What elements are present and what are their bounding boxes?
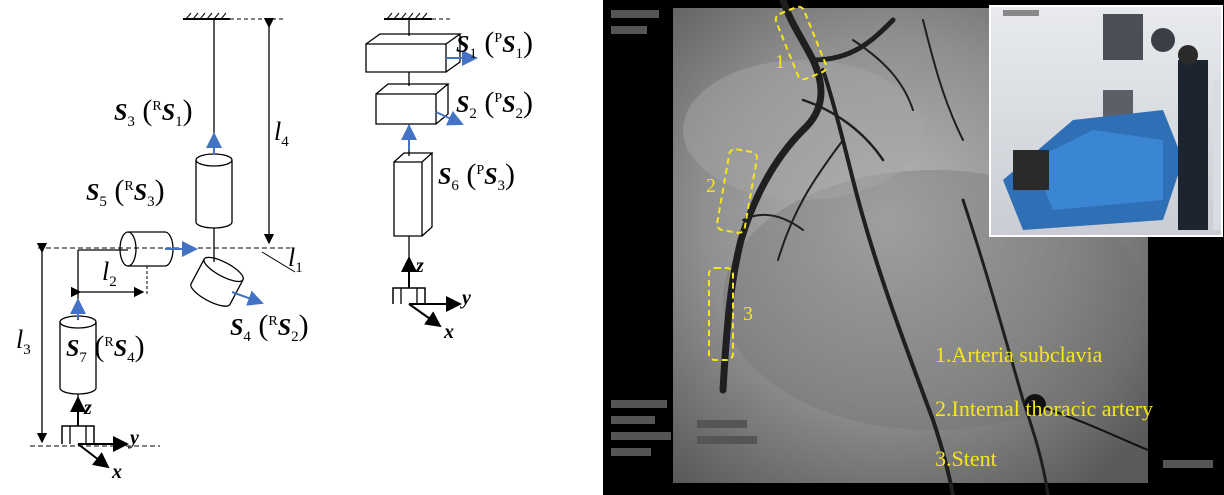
label-s1: S1 (PS1) [456, 26, 533, 62]
annotation-boxes [708, 5, 828, 361]
axis-x-left: x [111, 461, 122, 483]
label-l1: l1 [288, 243, 303, 276]
legend-item-3: 3.Stent [935, 446, 997, 471]
svg-text:S3 (RS1): S3 (RS1) [114, 94, 193, 130]
label-l3: l3 [16, 325, 31, 358]
legend-item-2: 2.Internal thoracic artery [935, 396, 1153, 421]
svg-text:S5 (RS3): S5 (RS3) [86, 174, 165, 210]
axis-z-right: z [415, 255, 424, 277]
kinematic-diagram: S3 (RS1) S5 (RS3) S4 (RS2) S7 (RS4) S1 (… [16, 12, 533, 483]
pixelated-overlay-text [611, 10, 1213, 468]
joint-axis-arrows [70, 132, 264, 318]
inset-operating-room-photo [989, 5, 1223, 237]
axis-z-left: z [83, 397, 92, 419]
marker-3: 3 [743, 303, 753, 325]
label-l4: l4 [274, 117, 289, 150]
label-s6: S6 (PS3) [438, 158, 515, 194]
svg-text:S2 (PS2): S2 (PS2) [456, 86, 533, 122]
legend: 1.Arteria subclavia 2.Internal thoracic … [935, 342, 1153, 471]
label-s7: S7 (RS4) [66, 330, 145, 366]
fluoroscopy-image: 1 2 3 1.Arteria subclavia 2.Internal tho… [603, 0, 1224, 495]
axis-y-right: y [460, 287, 471, 309]
marker-1: 1 [775, 51, 785, 73]
svg-text:S7 (RS4): S7 (RS4) [66, 330, 145, 366]
prismatic-mechanism [365, 12, 463, 328]
label-s4: S4 (RS2) [230, 309, 309, 345]
label-s2: S2 (PS2) [456, 86, 533, 122]
svg-text:S6 (PS3): S6 (PS3) [438, 158, 515, 194]
label-s5: S5 (RS3) [86, 174, 165, 210]
axis-y-left: y [128, 427, 139, 449]
axis-x-right: x [443, 321, 454, 343]
svg-text:S1 (PS1): S1 (PS1) [456, 26, 533, 62]
marker-2: 2 [706, 175, 716, 197]
svg-text:S4 (RS2): S4 (RS2) [230, 309, 309, 345]
prismatic-axis-arrows [401, 50, 478, 150]
label-l2: l2 [102, 257, 117, 290]
legend-item-1: 1.Arteria subclavia [935, 342, 1103, 367]
vessels [719, 0, 1050, 495]
rotary-mechanism [30, 12, 296, 469]
label-s3: S3 (RS1) [114, 94, 193, 130]
